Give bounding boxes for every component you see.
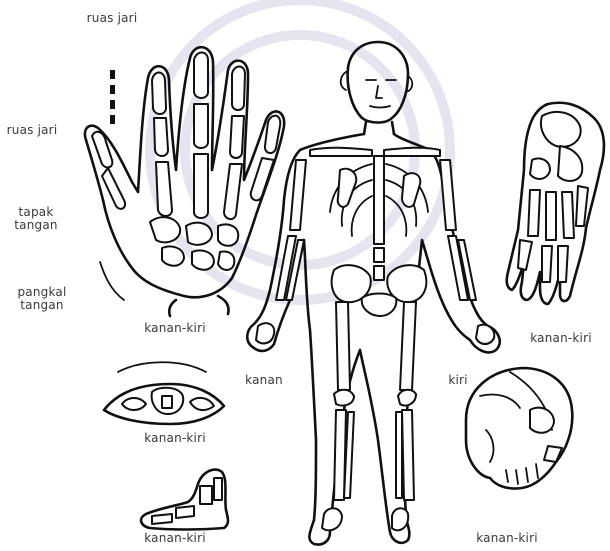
label-ruas-jari-left: ruas jari xyxy=(4,124,60,137)
label-foot-side: kanan-kiri xyxy=(130,532,220,545)
label-knee-side: kanan-kiri xyxy=(130,432,220,445)
label-skull-side: kanan-kiri xyxy=(462,532,552,545)
wrist-pointer-line xyxy=(100,262,124,300)
skull-illustration xyxy=(466,368,572,489)
label-hand-side: kanan-kiri xyxy=(130,322,220,335)
full-body-skeleton-illustration xyxy=(247,42,499,545)
label-ruas-jari-top: ruas jari xyxy=(82,12,142,25)
label-tapak-tangan: tapak tangan xyxy=(4,206,68,232)
pointer-dashes xyxy=(110,70,115,124)
label-body-right: kanan xyxy=(236,374,292,387)
label-pangkal-tangan: pangkal tangan xyxy=(2,286,82,312)
kneecap-illustration xyxy=(104,362,224,424)
foot-skeleton-side-illustration xyxy=(141,470,228,530)
foot-skeleton-top-illustration xyxy=(507,103,604,304)
label-foot-top-side: kanan-kiri xyxy=(514,332,608,345)
label-body-left: kiri xyxy=(440,374,476,387)
